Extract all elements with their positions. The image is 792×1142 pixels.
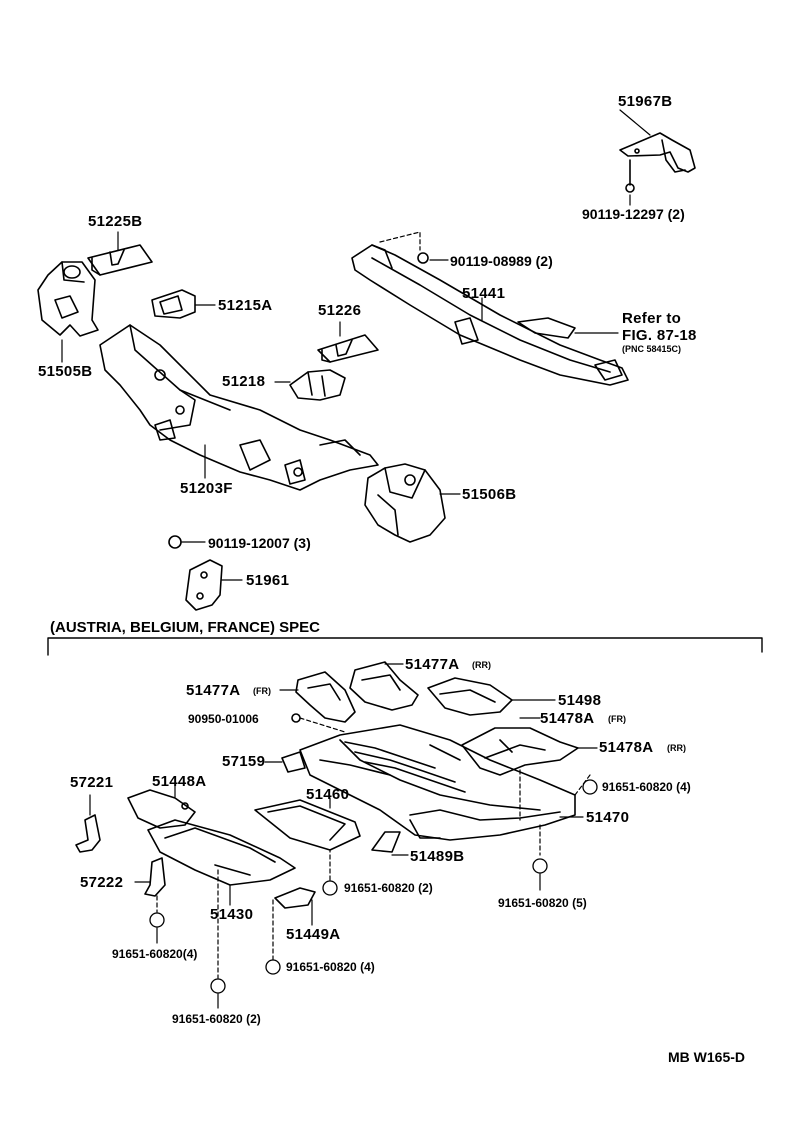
bracket-51225b-drawing xyxy=(87,244,153,276)
mount-51506b-drawing xyxy=(364,463,446,543)
label-57221: 57221 xyxy=(70,774,114,791)
bracket-51215a-drawing xyxy=(151,289,196,319)
clip-icon xyxy=(291,713,301,723)
label-57222: 57222 xyxy=(80,874,124,891)
label-51478a-fr: 51478A xyxy=(540,710,595,727)
tag-fr: (FR) xyxy=(253,686,271,696)
tag-fr-2: (FR) xyxy=(608,714,626,724)
label-57159: 57159 xyxy=(222,753,266,770)
bracket-refer-drawing xyxy=(517,317,576,339)
nut-icon xyxy=(532,858,548,874)
label-51961: 51961 xyxy=(246,572,290,589)
label-51470: 51470 xyxy=(586,809,630,826)
label-51489b: 51489B xyxy=(410,848,465,865)
bracket-51489b-drawing xyxy=(371,831,401,853)
label-91651-60820-4a: 91651-60820 (4) xyxy=(602,780,691,794)
refer-line-2: FIG. 87-18 xyxy=(622,327,697,344)
cover-51430-drawing xyxy=(147,819,296,886)
insulator-51218-drawing xyxy=(289,369,346,401)
refer-line-1: Refer to xyxy=(622,310,682,327)
label-51218: 51218 xyxy=(222,373,266,390)
cover-51448a-drawing xyxy=(127,789,196,829)
label-91651-60820-2b: 91651-60820 (2) xyxy=(172,1012,261,1026)
label-51430: 51430 xyxy=(210,906,254,923)
cover-51460-drawing xyxy=(254,799,361,851)
leader-line xyxy=(574,774,591,796)
bracket-51961-drawing xyxy=(185,559,223,611)
crossmember-51203f-drawing xyxy=(99,324,379,491)
nut-icon xyxy=(582,779,598,795)
spec-section-frame xyxy=(47,637,763,656)
label-91651-60820-4c: 91651-60820 (4) xyxy=(286,960,375,974)
label-90119-12297: 90119-12297 (2) xyxy=(582,206,685,222)
label-51967b: 51967B xyxy=(618,93,673,110)
mount-51505b-drawing xyxy=(37,261,99,337)
cover-51477a-rr-drawing xyxy=(349,661,419,711)
label-90950-01006: 90950-01006 xyxy=(188,712,259,726)
label-51225b: 51225B xyxy=(88,213,143,230)
leader-line xyxy=(619,109,651,136)
nut-icon xyxy=(322,880,338,896)
label-51506b: 51506B xyxy=(462,486,517,503)
spec-heading: (AUSTRIA, BELGIUM, FRANCE) SPEC xyxy=(50,619,320,636)
leader-line xyxy=(379,231,421,251)
refer-line-3: (PNC 58415C) xyxy=(622,344,682,354)
nut-icon xyxy=(210,978,226,994)
under-cover-assembly-drawing xyxy=(299,724,576,841)
label-51477a-fr: 51477A xyxy=(186,682,241,699)
leader-line xyxy=(299,717,346,733)
label-91651-60820-2a: 91651-60820 (2) xyxy=(344,881,433,895)
label-51215a: 51215A xyxy=(218,297,273,314)
bracket-51967b-drawing xyxy=(619,132,696,193)
label-51498: 51498 xyxy=(558,692,602,709)
crossmember-51441-drawing xyxy=(351,244,629,386)
label-51477a-rr: 51477A xyxy=(405,656,460,673)
bracket-51449a-drawing xyxy=(274,887,316,909)
diagram-code: MB W165-D xyxy=(668,1049,746,1065)
nut-icon xyxy=(149,912,165,928)
bracket-57222-drawing xyxy=(144,857,166,897)
label-51478a-rr: 51478A xyxy=(599,739,654,756)
nut-icon xyxy=(265,959,281,975)
label-51448a: 51448A xyxy=(152,773,207,790)
label-51441: 51441 xyxy=(462,285,506,302)
cover-51477a-fr-drawing xyxy=(295,671,356,723)
label-51449a: 51449A xyxy=(286,926,341,943)
tag-rr: (RR) xyxy=(472,660,491,670)
label-91651-60820-4b: 91651-60820(4) xyxy=(112,947,198,961)
bracket-51226-drawing xyxy=(317,334,379,363)
label-91651-60820-5: 91651-60820 (5) xyxy=(498,896,587,910)
cover-51478a-drawing xyxy=(461,727,579,776)
label-51203f: 51203F xyxy=(180,480,233,497)
label-90119-08989: 90119-08989 (2) xyxy=(450,253,553,269)
cover-51498-drawing xyxy=(427,677,513,716)
bolt-icon xyxy=(417,252,429,264)
bracket-57221-drawing xyxy=(75,814,101,853)
label-51505b: 51505B xyxy=(38,363,93,380)
tag-rr-2: (RR) xyxy=(667,743,686,753)
label-51226: 51226 xyxy=(318,302,362,319)
label-51460: 51460 xyxy=(306,786,350,803)
bracket-57159-drawing xyxy=(281,751,306,773)
bolt-icon xyxy=(168,535,182,549)
label-90119-12007: 90119-12007 (3) xyxy=(208,535,311,551)
